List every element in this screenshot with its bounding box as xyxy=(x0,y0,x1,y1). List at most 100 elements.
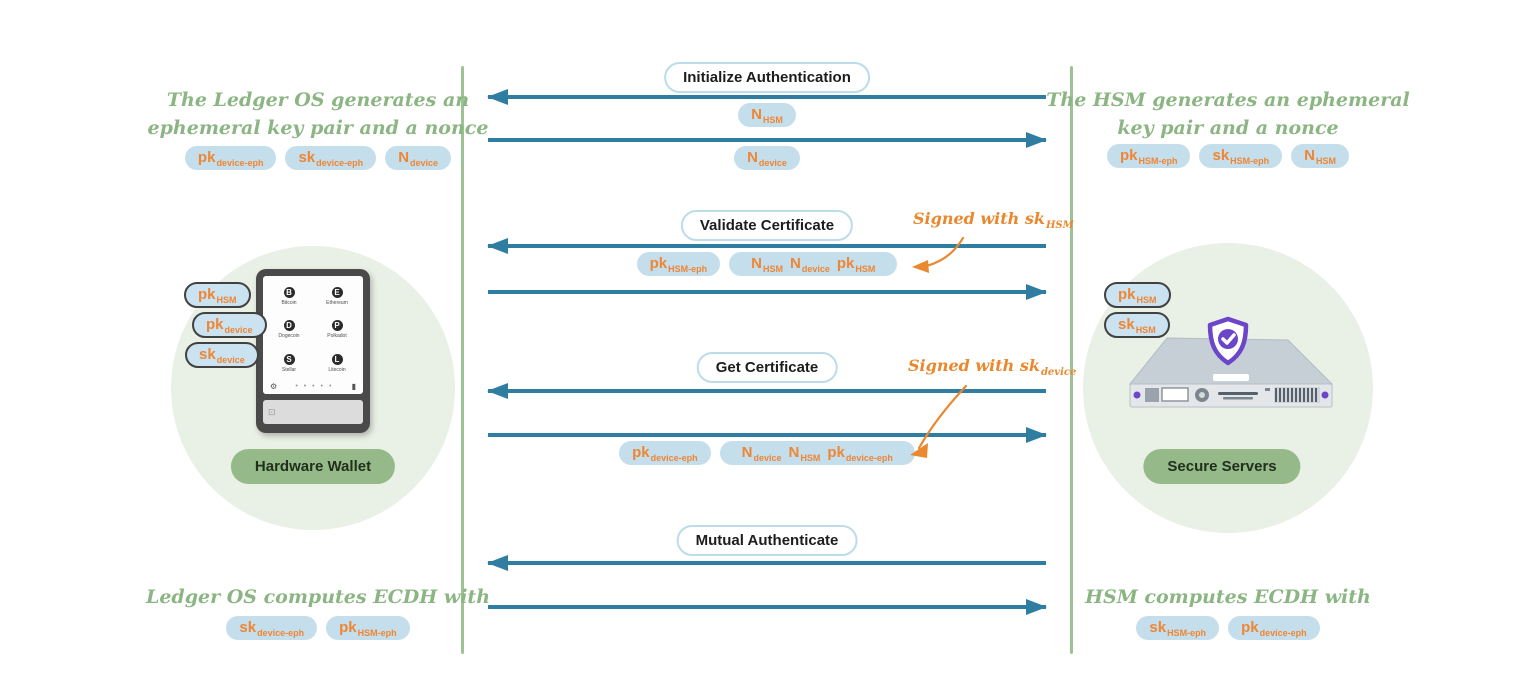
annotation-text: Signed with sk xyxy=(908,356,1040,375)
key-subscript: device xyxy=(753,453,782,463)
app-label: Polkadot xyxy=(327,333,347,340)
key-name: pk xyxy=(206,316,224,333)
note-line: The Ledger OS generates an xyxy=(166,89,470,111)
key-name: sk xyxy=(1118,316,1135,333)
arrowhead-left xyxy=(487,89,508,105)
signed-with-sk-hsm-annotation: Signed with skHSM xyxy=(913,209,1074,231)
wallet-app-litecoin: L Litecoin xyxy=(313,347,361,380)
secure-servers-label: Secure Servers xyxy=(1143,449,1301,484)
gear-icon: ⚙ xyxy=(270,382,278,392)
arrow-to-server xyxy=(488,599,1047,615)
step-title-validate-certificate: Validate Certificate xyxy=(680,210,854,241)
key-token: Ndevice xyxy=(790,256,830,274)
app-label: Litecoin xyxy=(328,366,346,373)
key-subscript: HSM xyxy=(1316,156,1337,166)
message-badge-n-device: Ndevice xyxy=(734,146,800,170)
arrow-to-wallet xyxy=(487,555,1046,571)
wallet-app-dogecoin: D Dogecoin xyxy=(265,313,313,346)
ethereum-icon: E xyxy=(331,287,343,299)
ledger-generates-note: The Ledger OS generates an ephemeral key… xyxy=(128,86,508,142)
key-badge-n-device: Ndevice xyxy=(385,146,452,170)
key-token: pkHSM xyxy=(837,256,876,274)
signed-with-sk-device-annotation: Signed with skdevice xyxy=(908,356,1076,378)
wallet-key-badge-pk-hsm: pkHSM xyxy=(184,282,251,308)
key-subscript: HSM-eph xyxy=(1230,156,1270,166)
key-subscript: HSM-eph xyxy=(1138,156,1178,166)
step-title-get-certificate: Get Certificate xyxy=(696,352,838,383)
note-line: key pair and a nonce xyxy=(1117,117,1339,139)
hsm-ecdh-note: HSM computes ECDH with xyxy=(1085,586,1371,608)
key-subscript: HSM xyxy=(216,295,237,305)
arrow-to-wallet xyxy=(487,238,1046,254)
key-name: sk xyxy=(199,346,216,363)
app-label: Ethereum xyxy=(326,300,348,307)
key-badge-sk-device-eph: skdevice-eph xyxy=(226,616,318,640)
server-key-badge-sk-hsm: skHSM xyxy=(1104,312,1170,338)
wallet-lifeline xyxy=(461,66,464,654)
note-line: ephemeral key pair and a nonce xyxy=(147,117,489,139)
server-key-badge-pk-hsm: pkHSM xyxy=(1104,282,1171,308)
arrowhead-right xyxy=(1026,427,1047,443)
key-name: N xyxy=(751,106,762,123)
key-subscript: device-eph xyxy=(845,453,893,463)
litecoin-icon: L xyxy=(331,353,343,365)
arrow-to-wallet xyxy=(487,383,1046,399)
key-subscript: device-eph xyxy=(1259,628,1307,638)
key-subscript: device xyxy=(224,325,253,335)
key-badge-pk-device-eph: pkdevice-eph xyxy=(1228,616,1320,640)
arrow-to-server xyxy=(488,284,1047,300)
key-token: NHSM xyxy=(751,256,783,274)
arrowhead-left xyxy=(487,555,508,571)
key-name: sk xyxy=(1149,619,1167,636)
wallet-app-ethereum: E Ethereum xyxy=(313,280,361,313)
key-subscript: HSM-eph xyxy=(357,628,397,638)
arrow-to-wallet xyxy=(487,89,1046,105)
polkadot-icon: P xyxy=(331,320,343,332)
ledger-ecdh-keys-row: skdevice-eph pkHSM-eph xyxy=(128,616,508,640)
ledger-ecdh-note: Ledger OS computes ECDH with xyxy=(145,586,491,608)
device-ephemeral-keys-row: pkdevice-eph skdevice-eph Ndevice xyxy=(128,146,508,170)
message-sequence: Initialize Authentication NHSM Ndevice V… xyxy=(487,0,1047,699)
arrowhead-right xyxy=(1026,132,1047,148)
arrowhead-left xyxy=(487,238,508,254)
annotation-text: Signed with sk xyxy=(913,209,1045,228)
arrow-to-server xyxy=(488,132,1047,148)
message-badge-row: Ndevice xyxy=(488,146,1046,170)
key-name: pk xyxy=(339,619,357,636)
wallet-key-badge-pk-device: pkdevice xyxy=(192,312,267,338)
bitcoin-icon: B xyxy=(283,287,295,299)
key-badge-pk-hsm-eph: pkHSM-eph xyxy=(1106,144,1191,168)
hardware-wallet-illustration: B Bitcoin E Ethereum D Dogecoin P Polkad… xyxy=(256,269,370,433)
step-title-initialize-authentication: Initialize Authentication xyxy=(664,62,870,93)
key-name: pk xyxy=(1118,286,1136,303)
arrow-to-server xyxy=(488,427,1047,443)
wallet-chin: ⊡ xyxy=(263,400,363,424)
key-token: pkdevice-eph xyxy=(827,445,893,463)
app-label: Stellar xyxy=(281,366,297,373)
step-title-mutual-authenticate: Mutual Authenticate xyxy=(676,525,858,556)
key-name: pk xyxy=(1119,147,1138,164)
dogecoin-icon: D xyxy=(283,320,295,332)
key-subscript: device xyxy=(410,158,439,168)
message-badge-pk-hsm-eph: pkHSM-eph xyxy=(636,252,721,276)
key-subscript: device xyxy=(216,355,245,365)
key-subscript: HSM xyxy=(762,115,783,125)
key-subscript: device-eph xyxy=(257,628,305,638)
key-name: sk xyxy=(239,619,257,636)
key-name: N xyxy=(788,444,800,461)
key-token: NHSM xyxy=(788,444,821,463)
key-subscript: device-eph xyxy=(650,453,698,463)
stellar-icon: S xyxy=(283,353,295,365)
key-name: pk xyxy=(632,444,650,461)
key-subscript: HSM-eph xyxy=(1167,628,1207,638)
key-subscript: HSM xyxy=(762,264,783,274)
app-label: Bitcoin xyxy=(281,300,297,307)
key-name: pk xyxy=(197,149,216,166)
battery-icon: ▮ xyxy=(351,382,356,392)
key-subscript: HSM xyxy=(800,453,821,463)
wallet-screen: B Bitcoin E Ethereum D Dogecoin P Polkad… xyxy=(263,276,363,394)
hsm-ephemeral-keys-row: pkHSM-eph skHSM-eph NHSM xyxy=(1040,144,1416,168)
key-name: pk xyxy=(1241,619,1259,636)
wallet-app-bitcoin: B Bitcoin xyxy=(265,280,313,313)
